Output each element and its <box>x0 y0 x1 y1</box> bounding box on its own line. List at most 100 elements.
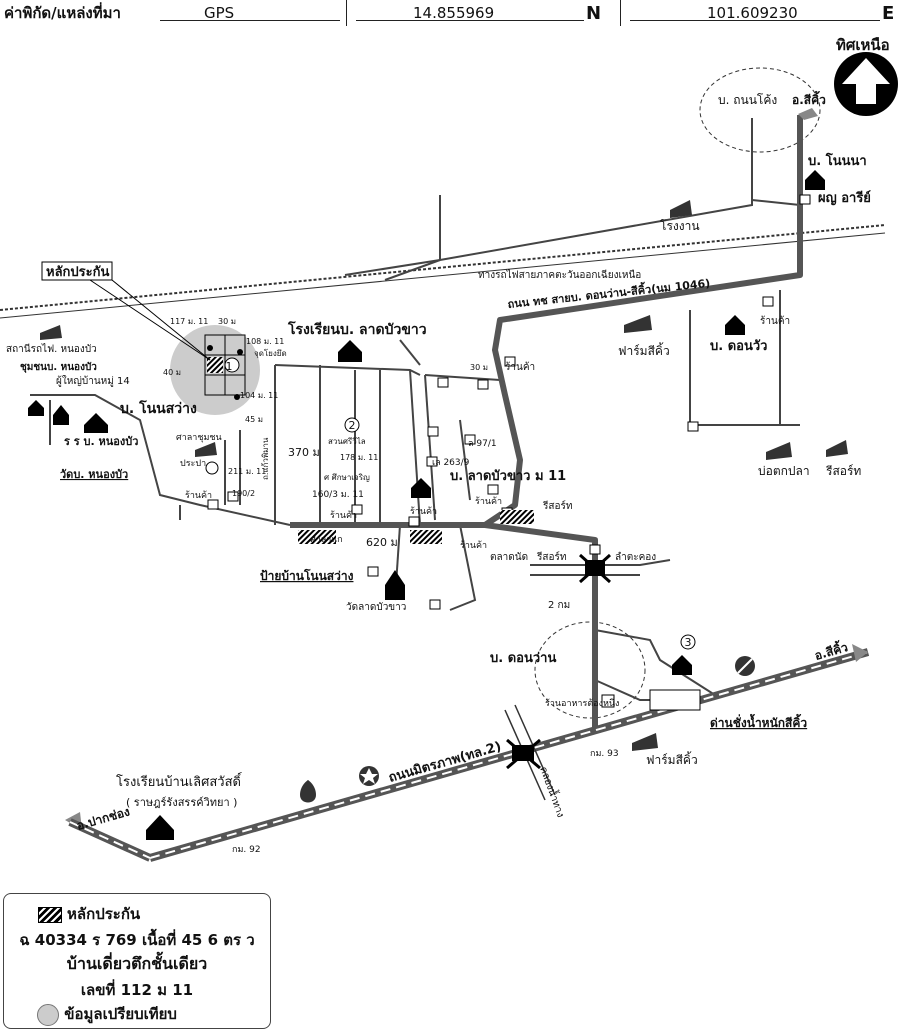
label-d30a: 30 ม <box>218 317 236 326</box>
label-ladbuakhao: บ. ลาดบัวขาว ม 11 <box>450 469 566 484</box>
label-don-wua: บ. ดอนวัว <box>710 339 767 354</box>
label-road-side: ถ.แก้วพิมาน <box>261 437 270 480</box>
label-farm-1: ฟาร์มสีคิ้ว <box>618 342 670 358</box>
collateral-callout <box>41 261 113 281</box>
legend-deed: ฉ 40334 ร 769 เนื้อที่ 45 6 ตร ว <box>19 931 255 949</box>
label-resort-b: รีสอร์ท <box>536 551 566 563</box>
label-lam-takong: ลำตะคอง <box>615 552 656 563</box>
label-d108: 108 ม. 11 <box>246 337 284 346</box>
collateral-plot <box>204 334 246 400</box>
label-phuyai-14: ผู้ใหญ่บ้านหมู่ 14 <box>56 375 130 387</box>
label-d263: เล 263/9 <box>432 458 470 468</box>
marker-1: 1 <box>226 360 233 373</box>
arrow-icon <box>798 108 818 120</box>
label-d97: ล 97/1 <box>468 439 497 449</box>
label-market: ตลาดนัด <box>490 552 528 563</box>
legend-compare: ข้อมูลเปรียบเทียบ <box>64 1005 177 1023</box>
major-roads <box>290 115 803 730</box>
railway-line <box>0 224 886 319</box>
label-d178: 178 ม. 11 <box>340 453 378 462</box>
marker-2: 2 <box>349 419 356 432</box>
label-non-na: บ. โนนนา <box>808 152 867 169</box>
no-entry-icon <box>735 656 755 676</box>
label-suksa: ศ ศึกษาเจริญ <box>324 473 370 482</box>
legend-house-type: บ้านเดี่ยวตึกชั้นเดียว <box>66 954 208 973</box>
label-d160: 160/3 ม. 11 <box>312 490 364 500</box>
callout-label: หลักประกัน <box>46 265 109 280</box>
label-shop: ร้านค้า <box>475 496 502 507</box>
label-don-wan: บ. ดอนว่าน <box>490 651 556 666</box>
label-sala: ศาลาชุมชน <box>176 433 222 443</box>
label-d40: 40 ม <box>163 368 181 377</box>
latitude-dir: N <box>586 2 602 24</box>
north-label: ทิศเหนือ <box>836 36 890 54</box>
label-chumchon: ชุมชนบ. หนองบัว <box>20 361 97 373</box>
house-icon <box>28 170 825 675</box>
highway-mittraphap <box>65 644 870 862</box>
bridge-icon <box>506 738 541 770</box>
market-building <box>298 530 336 544</box>
star-icon <box>359 766 379 786</box>
zone-don-wan <box>534 621 646 719</box>
bridge-icon <box>578 553 612 584</box>
label-d370: 370 ม <box>288 446 320 459</box>
gas-station-icon <box>300 780 316 803</box>
label-shop: ร้านค้า <box>460 540 487 551</box>
label-shop: ร้านค้า <box>330 510 357 521</box>
north-arrow-icon <box>834 52 898 116</box>
coord-source: GPS <box>204 4 235 22</box>
hatch-swatch-icon <box>37 906 62 923</box>
label-jutyoeng: จุดโยงยึด <box>254 348 287 358</box>
label-shop: ร้านค้า <box>760 315 790 327</box>
longitude-dir: E <box>882 2 895 24</box>
location-map: ทิศเหนือ <box>0 36 898 862</box>
label-sign-non-sawang: ป้ายบ้านโนนสว่าง <box>260 568 354 583</box>
comparison-circle-icon <box>37 1003 60 1026</box>
label-restaurant: ร้านอาหารต้องหนึ่ง <box>545 696 619 709</box>
label-d211: 211 ม. 11 <box>228 467 266 476</box>
marker-3: 3 <box>685 636 692 649</box>
label-railway: ทางรถไฟสายภาคตะวันออกเฉียงเหนือ <box>478 269 641 281</box>
label-station: สถานีรถไฟ. หนองบัว <box>6 343 97 355</box>
label-thanon-khong: บ. ถนนโค้ง <box>718 93 777 107</box>
label-shop: ร้านค้า <box>505 361 535 373</box>
longitude-value: 101.609230 <box>707 4 798 22</box>
label-phuyai-aree: ผญ อารีย์ <box>818 190 871 206</box>
label-d117: 117 ม. 11 <box>170 317 208 326</box>
school-icon <box>53 340 405 840</box>
legend-title: หลักประกัน <box>67 905 141 923</box>
label-km93: กม. 93 <box>590 749 619 759</box>
label-school-lertsawat: โรงเรียนบ้านเลิศสวัสดิ์ <box>116 772 243 790</box>
label-d45: 45 ม <box>245 415 263 424</box>
coord-label: ค่าพิกัด/แหล่งที่มา <box>4 4 121 22</box>
shop-icon <box>207 194 811 711</box>
legend-box: หลักประกัน ฉ 40334 ร 769 เนื้อที่ 45 6 ต… <box>3 893 271 1029</box>
label-to-pakchong: อ.ปากช่อง <box>75 804 131 833</box>
label-to-sikhio: อ.สีคิ้ว <box>792 90 826 107</box>
label-d190: 190/2 <box>232 489 255 498</box>
coordinate-header: ค่าพิกัด/แหล่งที่มา GPS 14.855969 N 101.… <box>0 0 900 26</box>
legend-house-no: เลขที่ 112 ม 11 <box>80 981 194 999</box>
label-suankaew: สวนศรีวิไล <box>328 437 366 446</box>
zone-thanon-khong <box>699 67 821 153</box>
label-farm-2: ฟาร์มสีคิ้ว <box>646 751 698 767</box>
label-resort-c: รีสอร์ท <box>825 464 861 478</box>
label-shop: ร้านค้า <box>185 490 212 501</box>
label-bo-tok-pla: บ่อตกปลา <box>758 464 810 478</box>
building-icon <box>40 200 848 751</box>
label-weigh-station: ด่านชั่งน้ำหนักสีคิ้ว <box>710 713 807 730</box>
label-resort-a: รีสอร์ท <box>542 500 572 512</box>
label-shop: ร้านค้า <box>410 506 437 517</box>
label-wat-ladbuakhao: วัดลาดบัวขาว <box>346 602 406 613</box>
label-school-ladbuakhao: โรงเรียนบ. ลาดบัวขาว <box>287 320 427 338</box>
minor-roads <box>30 118 801 701</box>
label-wat-nongbua: วัดบ. หนองบัว <box>60 468 128 481</box>
label-2km: 2 กม <box>548 600 570 611</box>
label-d620: 620 ม <box>366 536 398 549</box>
clock-icon <box>205 461 219 475</box>
latitude-value: 14.855969 <box>413 4 495 22</box>
label-prapa: ประปา <box>180 459 206 469</box>
label-sala-ban: ศาลาแก <box>310 535 343 545</box>
label-school-lertsawat-sub: ( ราษฎร์รังสรรค์วิทยา ) <box>126 796 237 809</box>
label-km92: กม. 92 <box>232 845 261 855</box>
